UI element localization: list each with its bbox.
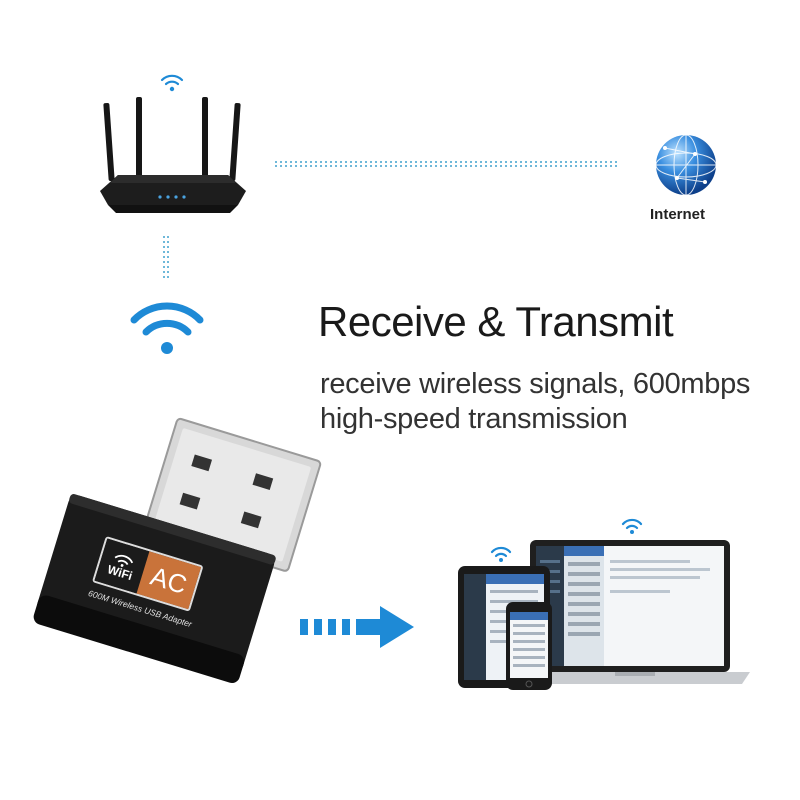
internet-label: Internet [650, 206, 706, 223]
router-icon [100, 97, 246, 213]
adapter-badge: WiFi AC [91, 536, 204, 612]
laptop-icon [520, 540, 750, 684]
description-line-1: receive wireless signals, 600mbps [320, 368, 751, 400]
tablet-wifi-icon [490, 546, 512, 562]
router-wifi-icon [160, 74, 184, 92]
dotted-connection-vertical [163, 236, 169, 278]
adapter-badge-wifi: WiFi [94, 538, 150, 594]
description-line-2: high-speed transmission [320, 403, 628, 435]
dotted-connection-horizontal [275, 161, 620, 167]
badge-wifi-icon [114, 554, 134, 567]
usb-adapter-icon [33, 417, 322, 684]
phone-icon [506, 602, 552, 690]
globe-icon [655, 134, 717, 196]
headline: Receive & Transmit [318, 298, 674, 345]
wifi-icon [130, 302, 204, 354]
arrow-right-icon [300, 606, 414, 648]
laptop-wifi-icon [621, 518, 643, 534]
